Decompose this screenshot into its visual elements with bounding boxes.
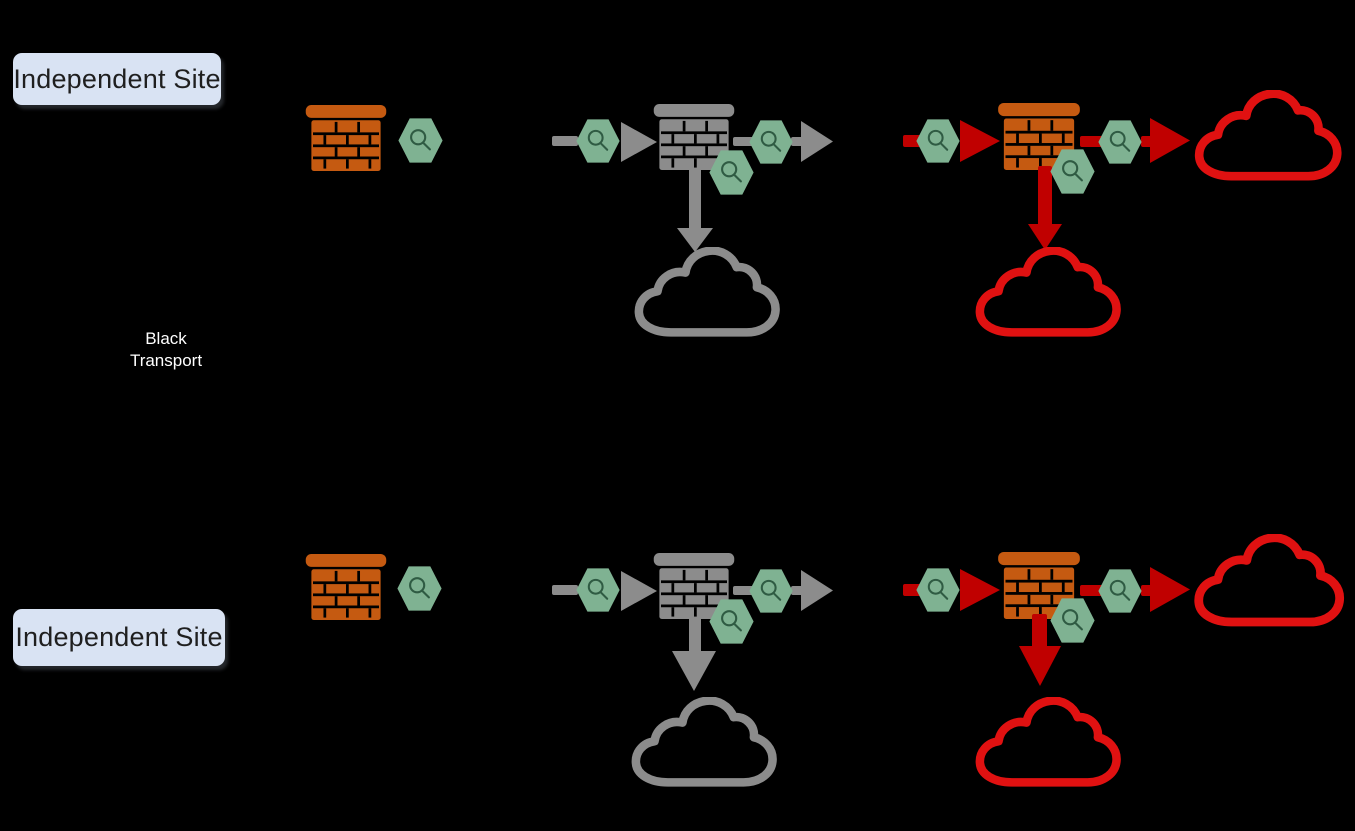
connector-line [791,137,807,146]
site-label-text: Independent Site [15,622,223,652]
arrow-right-icon [621,571,657,611]
connector-line [791,586,807,595]
arrow-right-icon [960,120,1000,162]
connector-line [1038,166,1052,228]
inspection-magnifier-icon [708,149,755,196]
inspection-magnifier-icon [397,117,444,164]
independent-site-label-bottom: Independent Site [13,609,225,666]
inspection-magnifier-icon [1049,597,1096,644]
connector-line [1141,136,1155,147]
inspection-magnifier-icon [575,118,621,164]
red-cloud-icon [1186,534,1354,634]
inspection-magnifier-icon [575,567,621,613]
connector-line [733,137,759,146]
connector-line [733,586,759,595]
independent-site-label-top: Independent Site [13,53,221,105]
connector-line [1080,585,1104,596]
connector-line [903,135,921,147]
arrow-right-icon [621,122,657,162]
firewall-icon [304,554,388,620]
arrow-right-icon [960,569,1000,611]
red-cloud-icon [1186,90,1352,188]
arrow-right-icon [1150,567,1190,612]
arrow-right-icon [801,121,833,162]
arrow-down-icon [1019,646,1061,686]
firewall-icon [304,105,388,171]
inspection-magnifier-icon [396,565,443,612]
black-transport-label: Black Transport [86,320,246,380]
inspection-magnifier-icon [1049,148,1096,195]
arrow-right-icon [1150,118,1190,163]
arrow-right-icon [801,570,833,611]
site-label-text: Independent Site [13,63,221,94]
connector-line [1080,136,1104,147]
connector-line [689,617,701,659]
inspection-magnifier-icon [915,118,961,164]
connector-line [552,136,578,146]
inspection-magnifier-icon [1097,568,1143,614]
inspection-magnifier-icon [1097,119,1143,165]
red-cloud-icon [967,247,1131,344]
black-transport-line2: Transport [129,351,203,370]
connector-line [903,584,921,596]
connector-line [689,168,701,232]
inspection-magnifier-icon [915,567,961,613]
cloud-icon [624,697,786,794]
red-cloud-icon [967,697,1131,794]
connector-line [552,585,578,595]
connector-line [1141,585,1155,596]
arrow-down-icon [672,651,716,691]
connector-line [1032,614,1047,652]
cloud-icon [627,247,789,344]
black-transport-line1: Black [145,329,187,348]
inspection-magnifier-icon [708,598,755,645]
